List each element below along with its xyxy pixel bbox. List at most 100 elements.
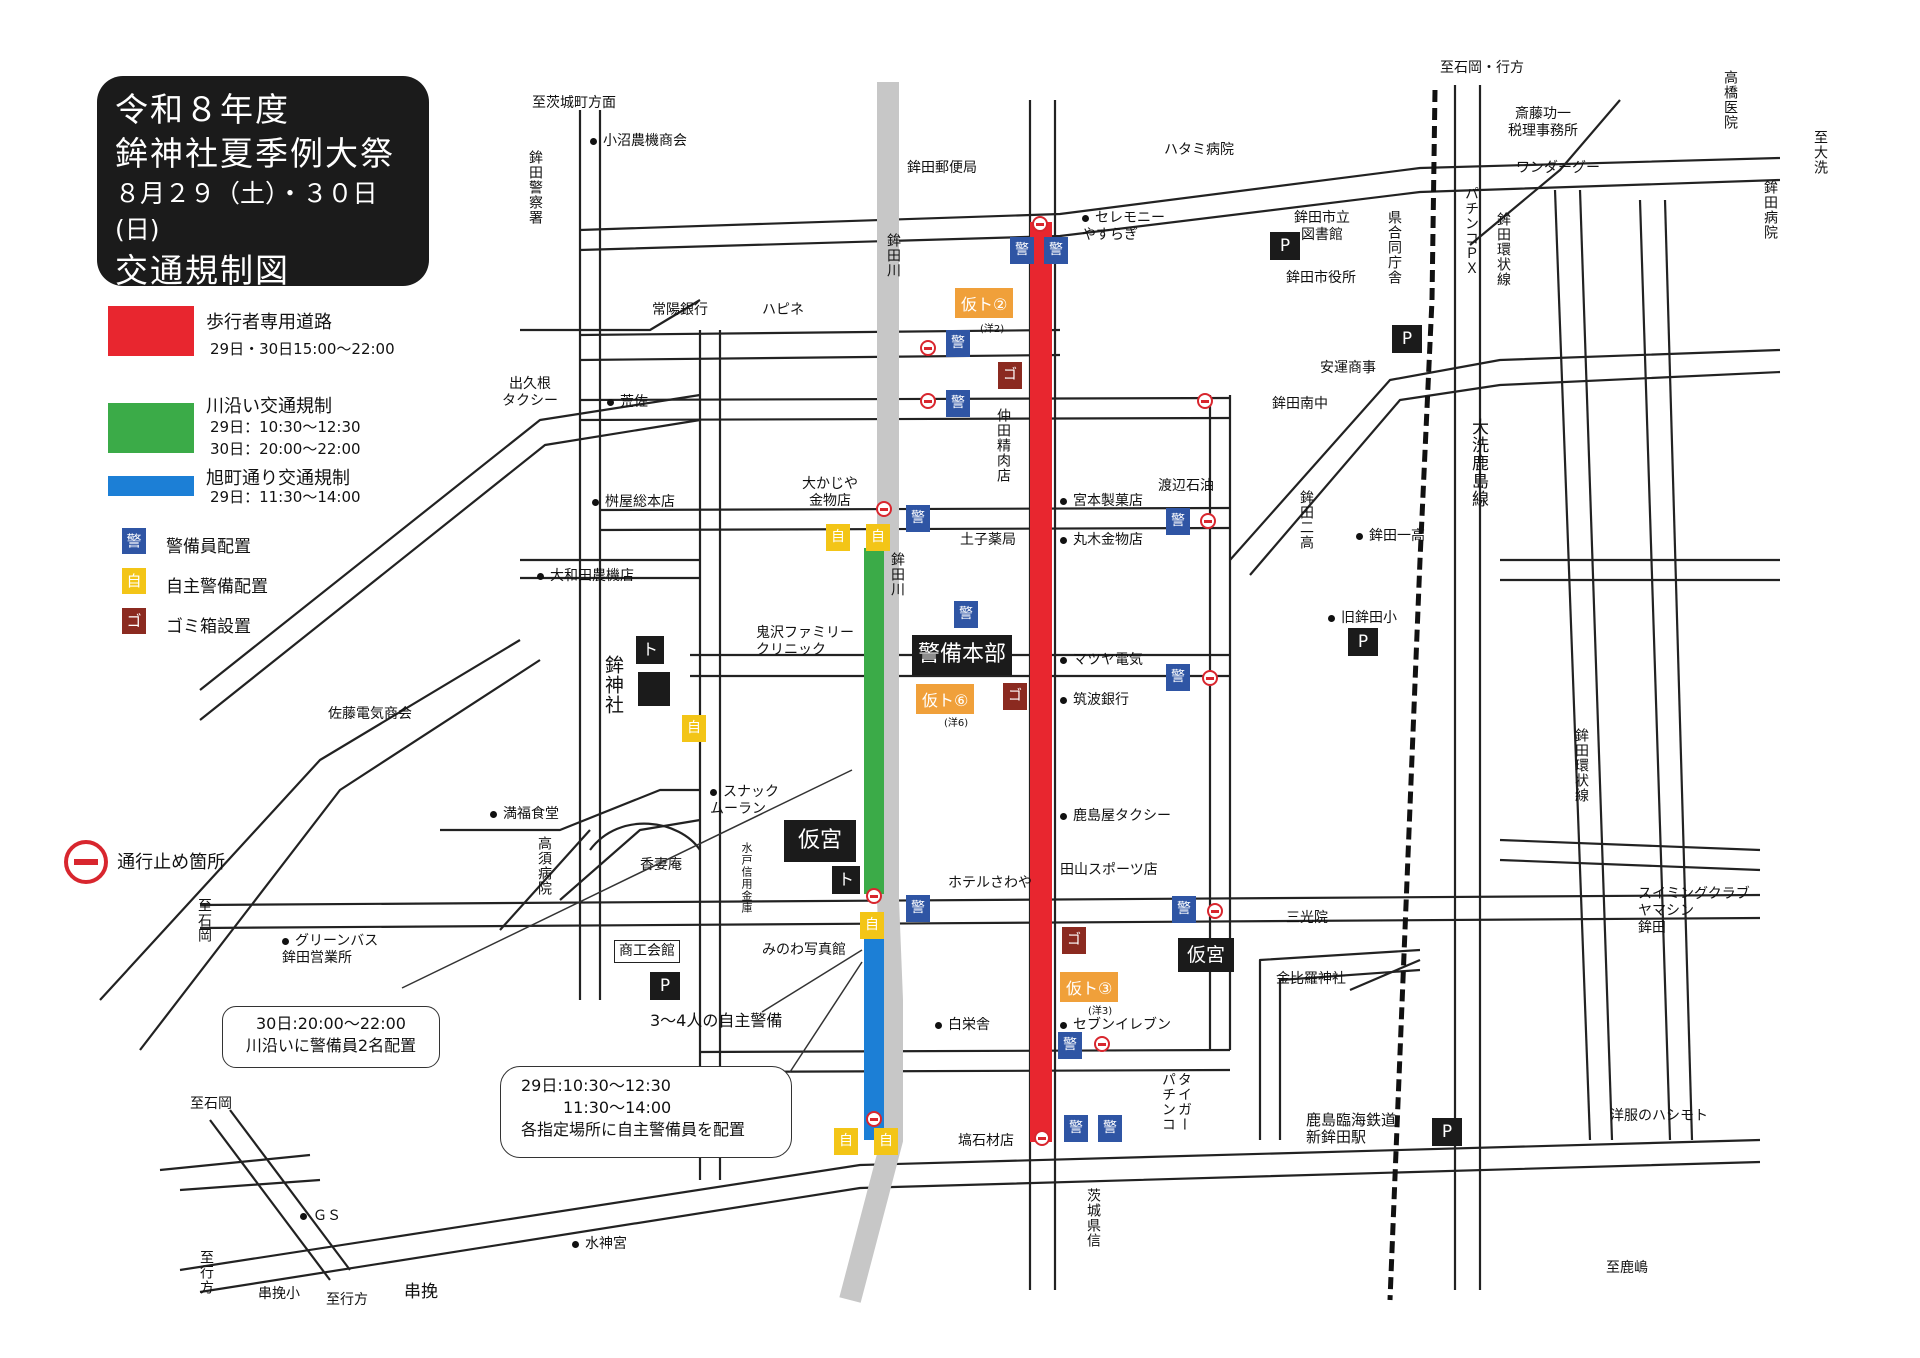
- note-times-line3: 各指定場所に自主警備員を配置: [521, 1120, 746, 1139]
- label-to-oarai: 至大洗: [1812, 130, 1828, 175]
- label-snack: スナック ムーラン: [710, 784, 779, 817]
- legend-river-time1: 29日：10:30～12:30: [210, 418, 361, 436]
- label-to-namegata2: 至行方: [326, 1292, 368, 1308]
- note-times-line1: 29日:10:30～12:30: [521, 1076, 671, 1095]
- legend-asahi-label: 旭町通り交通規制: [206, 468, 350, 489]
- note-river-line1: 30日:20:00～22:00: [256, 1014, 406, 1033]
- legend-trash-icon: ゴ: [122, 608, 146, 634]
- hoko-shrine-mark: [638, 672, 670, 706]
- road-closed-icon: [920, 340, 936, 356]
- label-masuya: 桝屋総本店: [592, 494, 675, 511]
- karimiya-left: 仮宮: [784, 820, 856, 862]
- legend-guard-label: 警備員配置: [166, 537, 251, 557]
- parking-city-north: P: [1392, 325, 1422, 353]
- label-kabutei: 香妻庵: [640, 857, 682, 873]
- label-shokokai: 商工会館: [614, 940, 680, 963]
- road-closed-icon: [1207, 903, 1223, 919]
- legend-river-time2: 30日：20:00～22:00: [210, 440, 361, 458]
- label-oarai-line: 大洗鹿島線: [1468, 418, 1488, 508]
- label-wonder: ワンダーグー: [1516, 160, 1600, 176]
- legend-asahi-time: 29日：11:30～14:00: [210, 488, 361, 506]
- label-konuma: 小沼農機商会: [590, 133, 687, 150]
- road-closed-icon: [1034, 1130, 1050, 1146]
- note-self-guard-times: 29日:10:30～12:30 11:30～14:00 各指定場所に自主警備員を…: [500, 1066, 792, 1158]
- label-watanabe: 渡辺石油: [1158, 478, 1214, 494]
- label-library: 鉾田市立 図書館: [1294, 210, 1350, 243]
- road-closed-icon: [866, 1111, 882, 1127]
- note-river-guards: 30日:20:00～22:00 川沿いに警備員2名配置: [222, 1006, 440, 1068]
- label-hashimoto: 洋服のハシモト: [1610, 1108, 1708, 1124]
- label-miyamoto: 宮本製菓店: [1060, 493, 1143, 510]
- label-to-ishioka-namegata: 至石岡・行方: [1440, 60, 1524, 76]
- toilet-karimiya: ト: [832, 866, 860, 894]
- label-arasa: 荒佐: [607, 394, 648, 411]
- road-closed-icon: [1197, 393, 1213, 409]
- label-gs: ＧＳ: [300, 1208, 341, 1225]
- label-ibaraki-dir: 至茨城町方面: [532, 95, 616, 111]
- legend-self-guard-label: 自主警備配置: [166, 577, 268, 597]
- label-hokota-minami: 鉾田南中: [1272, 396, 1328, 412]
- stop-legend-label: 通行止め箇所: [117, 851, 226, 873]
- label-konpira: 金比羅神社: [1276, 971, 1346, 987]
- label-swimming: スイミングクラブ ヤマシン 鉾田: [1638, 886, 1750, 936]
- title-line2: 鉾神社夏季例大祭: [115, 134, 395, 173]
- temp-toilet-6-sub: (洋6): [944, 718, 969, 729]
- legend-swatch-green: [108, 403, 194, 453]
- label-idekune-taxi: 出久根 タクシー: [502, 376, 558, 409]
- label-hokota-police: 鉾田警察署: [527, 150, 543, 225]
- label-river-top: 鉾田川: [885, 233, 901, 278]
- label-hapine: ハピネ: [762, 302, 804, 318]
- self-guard-badge: 自: [866, 524, 890, 551]
- label-hakushosha: 白栄舎: [935, 1017, 990, 1034]
- label-tiger: タイガー パチンコ: [1160, 1072, 1192, 1132]
- karimiya-right: 仮宮: [1178, 938, 1234, 972]
- road-closed-icon: [1032, 216, 1048, 232]
- label-anzen: 安運商事: [1320, 360, 1376, 376]
- label-maruki: 丸木金物店: [1060, 532, 1143, 549]
- title-line3: ８月２９（土）・３０日(日): [115, 179, 378, 244]
- guard-badge: 警: [1064, 1115, 1088, 1142]
- parking-old-hokota: P: [1348, 628, 1378, 656]
- guard-badge: 警: [1166, 664, 1190, 691]
- label-hoko-shrine: 鉾神社: [602, 655, 624, 715]
- label-sankoin: 三光院: [1286, 910, 1328, 926]
- label-tsukaishi: 塙石材店: [958, 1133, 1014, 1149]
- guard-badge: 警: [906, 895, 930, 922]
- self-guard-badge: 自: [860, 912, 884, 939]
- stop-legend: 通行止め箇所: [64, 840, 225, 884]
- label-seven: セブンイレブン: [1060, 1017, 1171, 1034]
- label-hokota-post: 鉾田郵便局: [907, 160, 977, 176]
- river-road-restriction: [864, 548, 884, 894]
- guard-badge: 警: [1044, 237, 1068, 264]
- toilet-shrine: ト: [636, 636, 664, 664]
- label-owada: 大和田農機店: [537, 568, 634, 585]
- road-closed-icon: [1202, 670, 1218, 686]
- label-old-hokota: 旧鉾田小: [1328, 610, 1397, 627]
- parking-shokokai: P: [650, 972, 680, 1000]
- label-kushibiki: 串挽: [404, 1282, 438, 1302]
- title-line1: 令和８年度: [115, 90, 290, 129]
- road-closed-icon: [1200, 513, 1216, 529]
- label-to-kashima: 至鹿嶋: [1606, 1260, 1648, 1276]
- label-manpuku: 満福食堂: [490, 806, 559, 823]
- label-to-ishioka-left: 至石岡: [196, 898, 212, 943]
- label-pachinko-px: パチンコＰＸ: [1463, 186, 1479, 276]
- parking-station: P: [1432, 1118, 1462, 1146]
- label-saito: 斎藤功一 税理事務所: [1508, 106, 1578, 139]
- river: [839, 82, 903, 1303]
- road-closed-icon: [920, 393, 936, 409]
- map-title-box: 令和８年度 鉾神社夏季例大祭 ８月２９（土）・３０日(日) 交通規制図: [97, 76, 429, 290]
- legend-swatch-blue: [108, 476, 194, 496]
- label-godo: 県合同庁舎: [1386, 210, 1402, 285]
- temp-toilet-3-sub: (洋3): [1088, 1006, 1113, 1017]
- legend-pedestrian-label: 歩行者専用道路: [206, 312, 332, 333]
- legend-pedestrian-time: 29日・30日15:00～22:00: [210, 340, 395, 358]
- guard-badge: 警: [906, 505, 930, 532]
- label-mito-shinkin: 水戸信用金庫: [740, 842, 753, 914]
- label-kashimaya: 鹿島屋タクシー: [1060, 808, 1171, 825]
- legend-river-label: 川沿い交通規制: [206, 396, 332, 417]
- label-takahashi: 高橋医院: [1722, 70, 1738, 130]
- label-ookajiya: 大かじや 金物店: [802, 476, 858, 509]
- label-matsuya: マツヤ電気: [1060, 652, 1143, 669]
- guard-badge: 警: [946, 390, 970, 417]
